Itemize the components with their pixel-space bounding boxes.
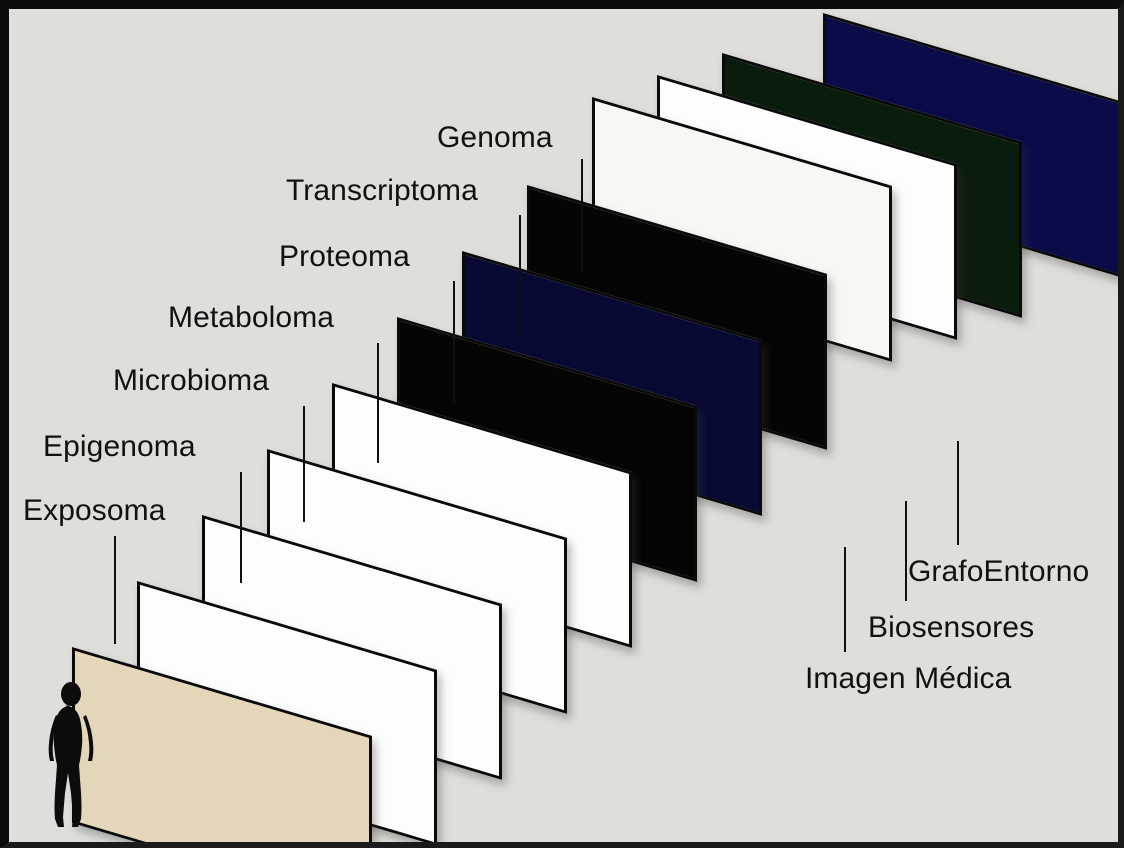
leader-biosensores bbox=[905, 501, 907, 601]
label-grafoentorno: GrafoEntorno bbox=[908, 555, 1090, 588]
label-microbioma: Microbioma bbox=[113, 364, 270, 397]
leader-imagen-medica bbox=[844, 547, 846, 652]
label-imagen-medica: Imagen Médica bbox=[805, 662, 1012, 695]
human-silhouette-icon bbox=[39, 681, 103, 829]
label-exposoma: Exposoma bbox=[23, 494, 166, 527]
label-genoma: Genoma bbox=[437, 121, 553, 154]
figure-canvas: What Dr. Smartphone Can Do For You bbox=[9, 9, 1118, 842]
label-proteoma: Proteoma bbox=[279, 240, 410, 273]
leader-metaboloma bbox=[377, 343, 379, 463]
leader-exposoma bbox=[114, 536, 116, 644]
leader-grafoentorno bbox=[957, 441, 959, 545]
leader-genoma bbox=[581, 159, 583, 271]
leader-proteoma bbox=[453, 281, 455, 403]
leader-microbioma bbox=[303, 406, 305, 522]
leader-epigenoma bbox=[240, 472, 242, 583]
label-transcriptoma: Transcriptoma bbox=[286, 174, 478, 207]
label-biosensores: Biosensores bbox=[868, 611, 1035, 644]
panel-exposoma[interactable] bbox=[72, 647, 372, 842]
label-metaboloma: Metaboloma bbox=[168, 301, 335, 334]
leader-transcriptoma bbox=[519, 215, 521, 335]
label-epigenoma: Epigenoma bbox=[43, 430, 196, 463]
